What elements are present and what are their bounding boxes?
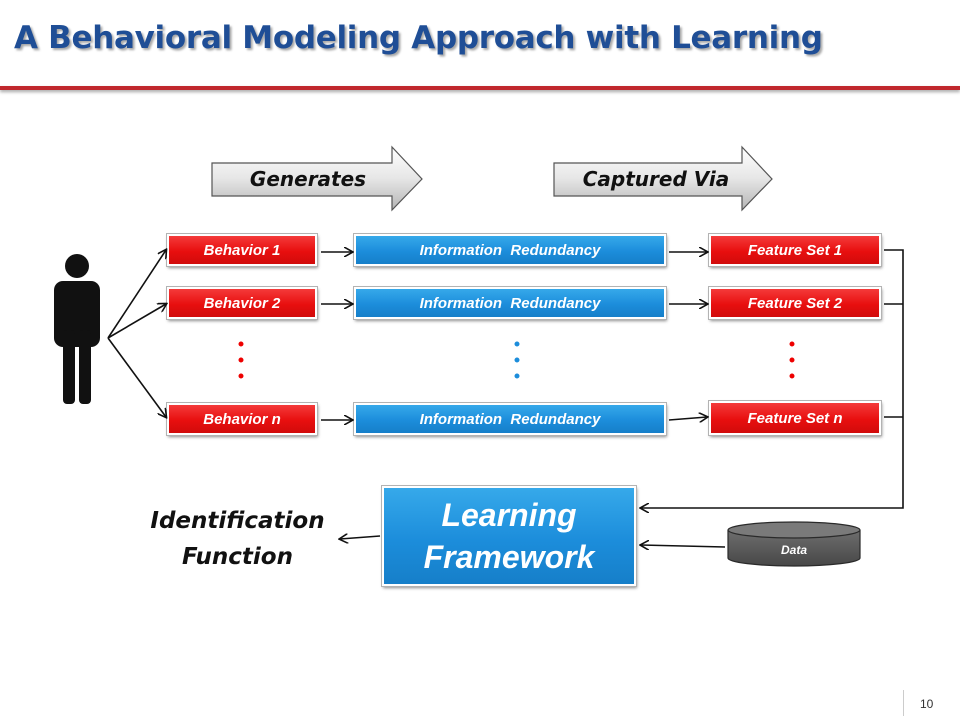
redundancy-to-feature-arrows — [668, 252, 707, 420]
data-cylinder: Data — [727, 521, 861, 567]
info-redundancy-n-label: Information Redundancy — [419, 410, 601, 428]
ellipsis-dots-blue — [513, 340, 521, 380]
feature-set-n-label: Feature Set n — [747, 409, 843, 427]
feature-set-1-box: Feature Set 1 — [708, 233, 882, 267]
page-number-separator — [903, 690, 904, 716]
data-to-learning-arrow — [641, 545, 726, 547]
page-title: A Behavioral Modeling Approach with Lear… — [14, 20, 823, 56]
learning-framework-line1: Learning — [441, 497, 577, 533]
identification-function-label: Identification Function — [130, 503, 345, 575]
feature-set-1-label: Feature Set 1 — [747, 241, 843, 259]
learning-framework-box: Learning Framework — [381, 485, 637, 587]
behavior-1-box: Behavior 1 — [166, 233, 318, 267]
info-redundancy-2-label: Information Redundancy — [419, 294, 601, 312]
info-redundancy-1-box: Information Redundancy — [353, 233, 667, 267]
info-redundancy-1-label: Information Redundancy — [419, 241, 601, 259]
feature-collector-connector — [641, 249, 904, 508]
generates-label: Generates — [250, 167, 366, 191]
behavior-1-label: Behavior 1 — [203, 241, 281, 259]
person-to-behavior-arrows — [107, 250, 166, 417]
info-redundancy-n-box: Information Redundancy — [353, 402, 667, 436]
learning-to-identification-arrow — [340, 536, 381, 539]
page-number: 10 — [920, 697, 934, 711]
behavior-n-box: Behavior n — [166, 402, 318, 436]
feature-set-2-box: Feature Set 2 — [708, 286, 882, 320]
generates-arrow: Generates — [211, 145, 423, 212]
behavior-to-redundancy-arrows — [321, 252, 352, 420]
feature-set-2-label: Feature Set 2 — [747, 294, 843, 312]
identification-line2: Function — [182, 544, 293, 570]
captured-via-arrow: Captured Via — [553, 145, 773, 212]
person-icon — [54, 254, 100, 404]
captured-via-label: Captured Via — [583, 167, 729, 191]
data-label: Data — [781, 543, 807, 557]
info-redundancy-2-box: Information Redundancy — [353, 286, 667, 320]
behavior-2-label: Behavior 2 — [203, 294, 281, 312]
learning-framework-line2: Framework — [423, 539, 595, 575]
identification-line1: Identification — [150, 508, 325, 534]
feature-set-n-box: Feature Set n — [708, 400, 882, 436]
title-divider — [0, 86, 960, 90]
behavior-n-label: Behavior n — [203, 410, 281, 428]
